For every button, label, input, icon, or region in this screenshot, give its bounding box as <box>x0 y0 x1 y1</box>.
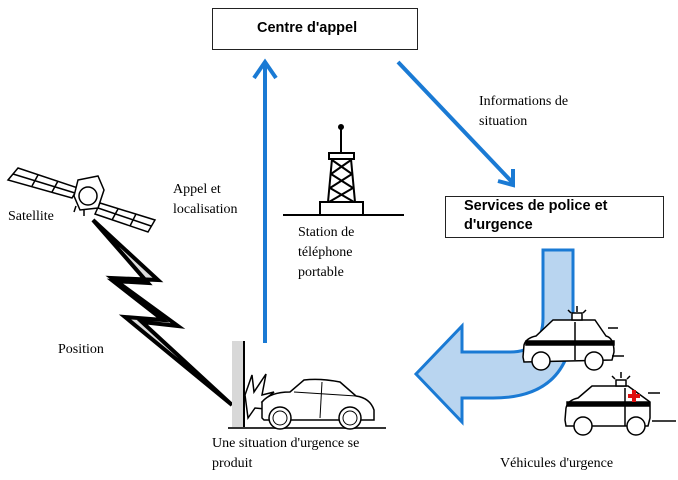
info-label-line1: Informations de <box>479 94 569 109</box>
incident-label-line2: produit <box>212 456 253 471</box>
call-center-node: Centre d'appel <box>212 8 418 50</box>
incident-label-line1: Une situation d'urgence se <box>212 436 360 451</box>
ambulance-icon <box>564 372 676 436</box>
services-label-line2: d'urgence <box>464 217 533 233</box>
info-arrow <box>396 60 515 188</box>
satellite-label: Satellite <box>8 209 54 224</box>
station-label-line1: Station de <box>298 225 355 240</box>
station-label: Station de téléphone portable <box>298 223 354 283</box>
police-car-icon <box>522 306 624 371</box>
services-node: Services de police et d'urgence <box>445 196 664 238</box>
services-label-line1: Services de police et <box>464 198 608 214</box>
station-label-line2: téléphone <box>298 245 353 260</box>
call-center-label: Centre d'appel <box>257 20 358 36</box>
crash-scene-icon <box>228 341 386 430</box>
satellite-icon <box>6 167 157 233</box>
incident-label: Une situation d'urgence se produit <box>212 434 359 474</box>
appel-label-line1: Appel et <box>173 182 221 197</box>
lightning-bolt-icon <box>91 218 234 407</box>
appel-label-line2: localisation <box>173 202 238 217</box>
appel-label: Appel et localisation <box>173 180 238 220</box>
vehicles-label: Véhicules d'urgence <box>500 456 614 471</box>
call-arrow <box>252 58 278 343</box>
station-label-line3: portable <box>298 265 344 280</box>
red-cross-icon <box>628 390 640 402</box>
info-label-line2: situation <box>479 114 528 129</box>
cell-tower-icon <box>283 124 404 216</box>
info-label: Informations de situation <box>479 92 568 132</box>
position-label: Position <box>58 342 104 357</box>
